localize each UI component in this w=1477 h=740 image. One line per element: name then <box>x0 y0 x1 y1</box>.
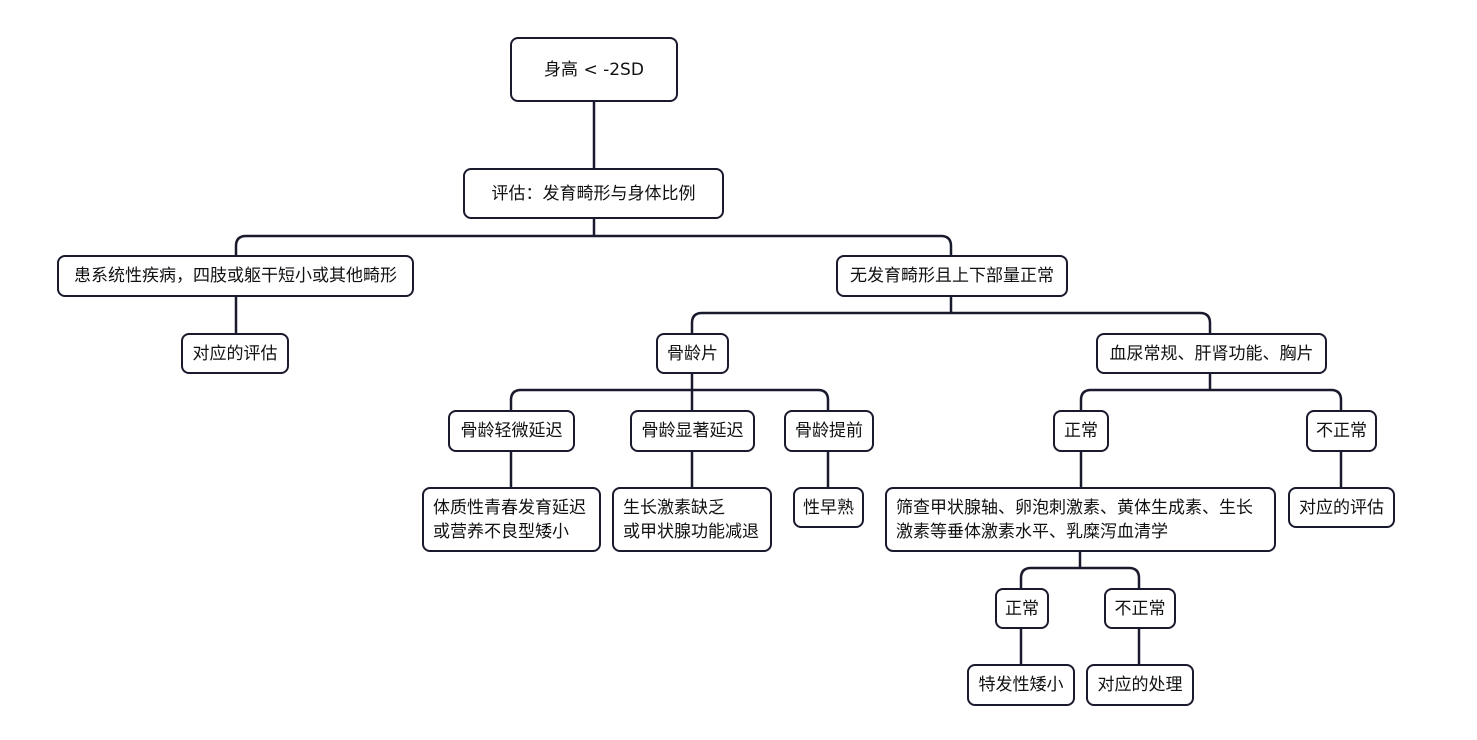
node-normal1: 正常 <box>1053 410 1109 452</box>
connector-screen-branches <box>1019 566 1141 588</box>
node-gh-line1: 生长激素缺乏 <box>623 497 725 518</box>
node-gh: 生长激素缺乏 或甲状腺功能减退 <box>612 487 772 552</box>
node-normal2: 正常 <box>995 588 1049 629</box>
node-xray-label: 骨龄片 <box>667 343 718 364</box>
node-root-label: 身高 < -2SD <box>544 59 644 80</box>
node-disease: 患系统性疾病，四肢或躯干短小或其他畸形 <box>57 255 414 297</box>
node-eval2: 对应的评估 <box>1288 487 1395 528</box>
node-assess: 评估：发育畸形与身体比例 <box>463 168 724 219</box>
node-constitutional-line2: 或营养不良型矮小 <box>433 521 569 542</box>
node-idiopathic-label: 特发性矮小 <box>978 675 1064 695</box>
connector-assess-branches <box>234 234 953 255</box>
node-abnormal2-label: 不正常 <box>1114 598 1166 619</box>
node-screen: 筛查甲状腺轴、卵泡刺激素、黄体生成素、生长 激素等垂体激素水平、乳糜泻血清学 <box>885 487 1276 552</box>
node-marked: 骨龄显著延迟 <box>630 410 755 452</box>
node-marked-label: 骨龄显著延迟 <box>641 421 744 441</box>
node-constitutional-text: 体质性青春发育延迟 或营养不良型矮小 <box>433 496 586 544</box>
node-screen-line2: 激素等垂体激素水平、乳糜泻血清学 <box>896 521 1168 542</box>
node-eval1-label: 对应的评估 <box>192 343 278 364</box>
node-constitutional-line1: 体质性青春发育延迟 <box>433 497 586 518</box>
node-disease-label: 患系统性疾病，四肢或躯干短小或其他畸形 <box>74 266 397 286</box>
node-eval1: 对应的评估 <box>181 333 289 374</box>
connector-xray-branches <box>509 388 830 410</box>
node-abnormal2: 不正常 <box>1104 588 1176 629</box>
node-labs-label: 血尿常规、肝肾功能、胸片 <box>1109 343 1314 364</box>
node-normal1-label: 正常 <box>1064 421 1098 441</box>
connector-labs-branches <box>1079 388 1343 410</box>
node-treat: 对应的处理 <box>1086 664 1194 706</box>
node-eval2-label: 对应的评估 <box>1299 497 1384 518</box>
node-screen-line1: 筛查甲状腺轴、卵泡刺激素、黄体生成素、生长 <box>896 497 1253 518</box>
node-mild: 骨龄轻微延迟 <box>448 410 575 452</box>
node-screen-text: 筛查甲状腺轴、卵泡刺激素、黄体生成素、生长 激素等垂体激素水平、乳糜泻血清学 <box>896 496 1253 544</box>
node-precocious: 性早熟 <box>793 487 864 528</box>
node-precocious-label: 性早熟 <box>803 497 854 518</box>
node-constitutional: 体质性青春发育延迟 或营养不良型矮小 <box>422 487 601 552</box>
node-mild-label: 骨龄轻微延迟 <box>460 421 563 441</box>
node-abnormal1-label: 不正常 <box>1316 421 1367 441</box>
node-normal2-label: 正常 <box>1005 598 1039 619</box>
node-root: 身高 < -2SD <box>510 37 678 102</box>
node-idiopathic: 特发性矮小 <box>967 664 1075 706</box>
node-labs: 血尿常规、肝肾功能、胸片 <box>1096 333 1327 374</box>
node-treat-label: 对应的处理 <box>1097 675 1183 695</box>
node-gh-text: 生长激素缺乏 或甲状腺功能减退 <box>623 496 759 544</box>
node-assess-label: 评估：发育畸形与身体比例 <box>491 183 696 204</box>
node-xray: 骨龄片 <box>656 333 729 374</box>
node-advanced-label: 骨龄提前 <box>795 421 863 441</box>
node-nodeform: 无发育畸形且上下部量正常 <box>836 255 1068 297</box>
node-advanced: 骨龄提前 <box>784 410 874 452</box>
node-gh-line2: 或甲状腺功能减退 <box>623 521 759 542</box>
connector-nodeform-branches <box>690 311 1212 333</box>
node-nodeform-label: 无发育畸形且上下部量正常 <box>850 266 1054 286</box>
node-abnormal1: 不正常 <box>1306 410 1377 452</box>
